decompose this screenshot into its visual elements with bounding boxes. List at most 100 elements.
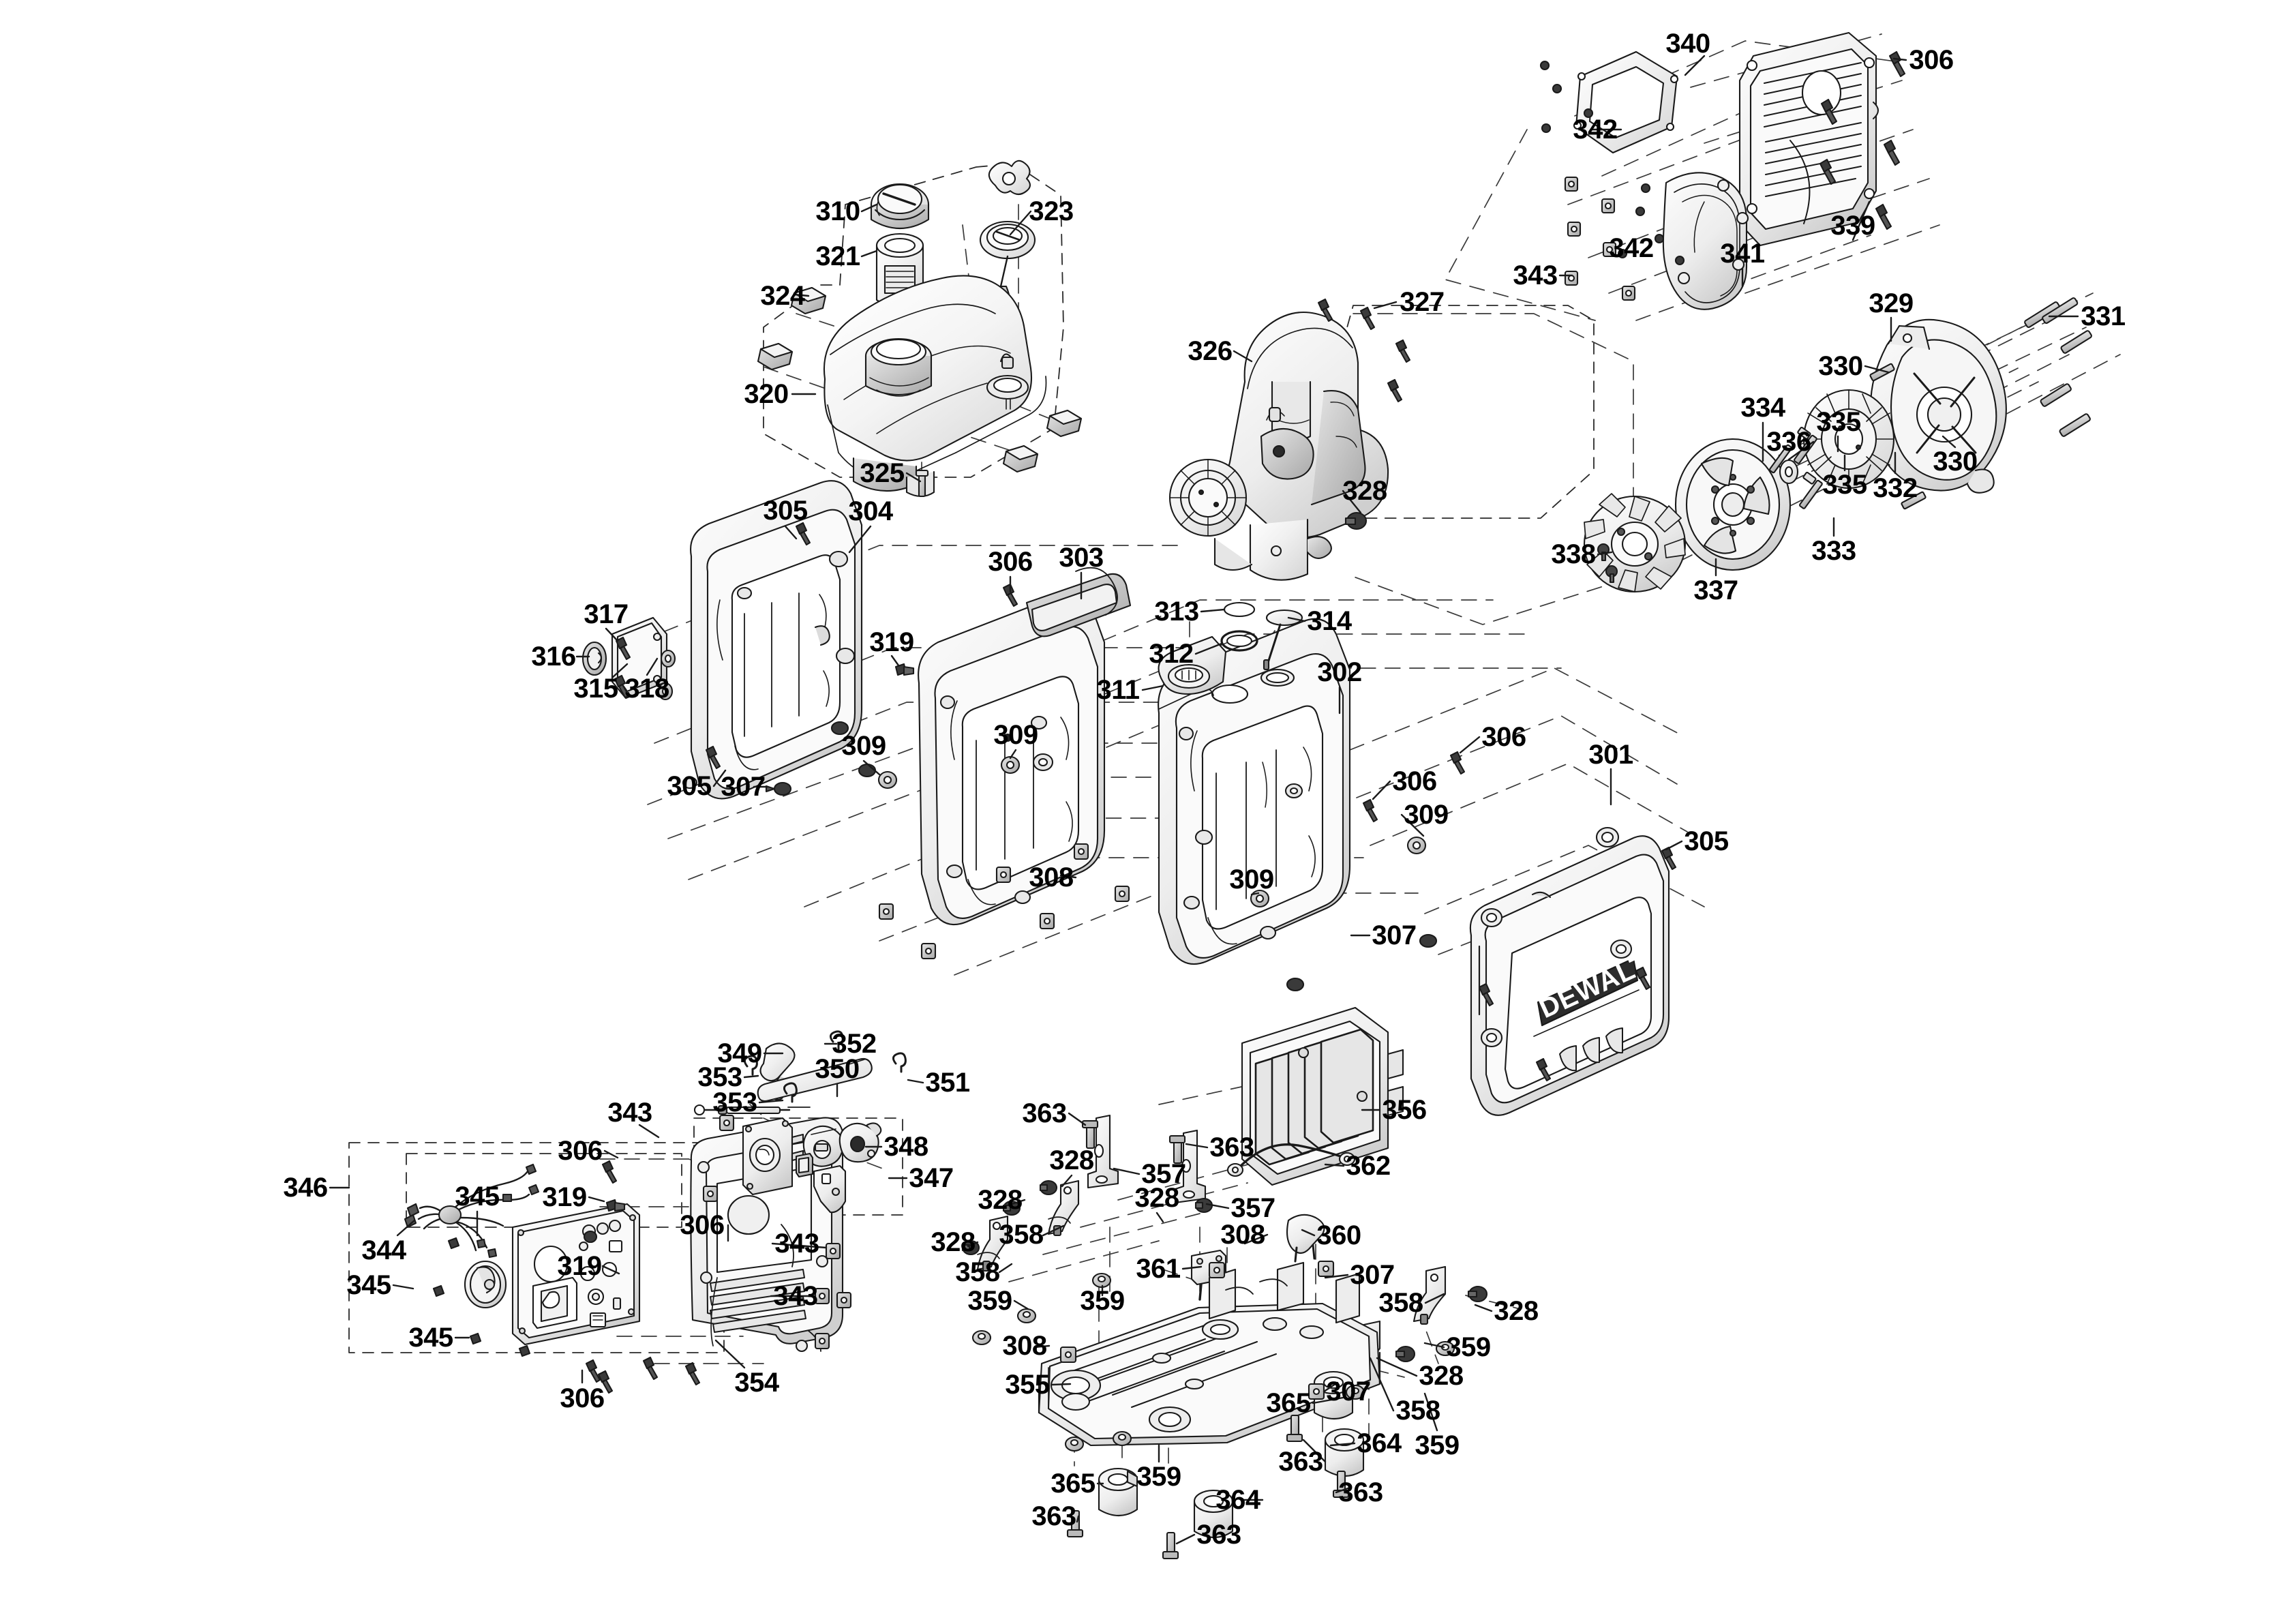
part-callout-337: 337	[1693, 575, 1738, 605]
part-356-muffler	[1241, 1006, 1404, 1186]
group-outline-carb	[693, 1117, 903, 1216]
part-353-clip-a	[744, 1055, 758, 1076]
part-callout-319: 319	[869, 627, 914, 657]
part-326-engine	[1168, 311, 1389, 581]
screw-307c	[830, 721, 849, 736]
part-351-clip	[892, 1052, 907, 1073]
part-callout-363: 363	[1209, 1132, 1254, 1162]
part-327-screws	[1317, 298, 1411, 403]
clip-343a	[1564, 176, 1579, 192]
screw-342a	[1541, 123, 1552, 134]
callout-leader-lines	[329, 55, 2079, 1545]
part-347-insulator	[795, 1152, 814, 1178]
part-353-throttle-cable	[693, 1104, 811, 1116]
part-callout-310: 310	[815, 196, 860, 226]
clip-308c	[1114, 885, 1130, 903]
part-callout-319: 319	[542, 1182, 587, 1212]
part-callout-306: 306	[560, 1383, 605, 1413]
part-callout-347: 347	[909, 1163, 954, 1193]
part-callout-343: 343	[1513, 260, 1558, 290]
part-callout-309: 309	[1229, 864, 1274, 894]
part-callout-338: 338	[1551, 539, 1596, 569]
part-callout-312: 312	[1149, 639, 1194, 669]
screw-342g	[1654, 233, 1665, 244]
part-callout-353: 353	[697, 1062, 742, 1092]
part-callout-309: 309	[1404, 800, 1449, 830]
screw-319a	[894, 663, 915, 676]
screw-306	[1888, 50, 1906, 78]
part-callout-344: 344	[361, 1235, 406, 1265]
part-callout-319: 319	[557, 1251, 602, 1281]
part-320-fuel-tank	[823, 275, 1047, 498]
screw-306-cover-d	[642, 1356, 659, 1381]
clip-343-cf	[814, 1332, 830, 1350]
part-312-oring	[1220, 630, 1258, 652]
screw-342f	[1635, 206, 1646, 217]
part-301-dewalt-end-panel: DEWALT	[1469, 826, 1670, 1116]
part-330-bolt-a	[1869, 363, 1895, 382]
part-callout-340: 340	[1665, 29, 1710, 59]
part-314-dipstick	[1263, 609, 1303, 671]
part-callout-359: 359	[967, 1286, 1012, 1316]
part-324-tank-mount-grommet-lower	[1002, 445, 1039, 473]
part-332-stator	[1802, 389, 1895, 490]
part-345-control-plate	[511, 1203, 641, 1346]
part-335-bolt-b	[1798, 471, 1823, 509]
part-callout-307: 307	[1350, 1260, 1395, 1290]
part-363-bolts	[1066, 1119, 1350, 1560]
part-callout-308: 308	[1220, 1220, 1265, 1250]
part-callout-363: 363	[1196, 1520, 1241, 1550]
screw-307b	[858, 763, 877, 778]
part-362-ground-strap	[1226, 1143, 1356, 1177]
screw-342h	[1674, 255, 1685, 266]
base-clips	[1059, 1260, 1335, 1400]
part-callout-301: 301	[1588, 740, 1633, 770]
clip-308f	[920, 942, 937, 960]
part-callout-314: 314	[1307, 606, 1352, 636]
part-318-nuts	[657, 649, 676, 701]
part-callout-305: 305	[763, 496, 808, 526]
part-callout-325: 325	[860, 458, 905, 488]
clip-343f	[1621, 285, 1636, 301]
part-callout-358: 358	[999, 1220, 1044, 1250]
screw-306b	[1820, 98, 1838, 125]
clip-343c	[1567, 221, 1582, 237]
part-callout-309: 309	[993, 720, 1038, 750]
part-callout-343: 343	[774, 1229, 819, 1259]
part-callout-345: 345	[408, 1323, 453, 1353]
part-callout-328: 328	[1342, 476, 1387, 506]
part-336-washer	[1779, 459, 1799, 485]
part-callout-350: 350	[815, 1054, 860, 1084]
part-callout-307: 307	[1326, 1377, 1371, 1407]
part-callout-328: 328	[1419, 1361, 1464, 1391]
part-callout-335: 335	[1816, 407, 1861, 437]
screw-306d	[1819, 158, 1837, 185]
part-347-throttle-plate	[802, 1125, 844, 1167]
part-callout-363: 363	[1031, 1501, 1076, 1531]
part-310-fuel-cap	[870, 183, 930, 230]
part-callout-330: 330	[1933, 447, 1978, 477]
part-callout-359: 359	[1446, 1332, 1491, 1362]
part-callout-328: 328	[1049, 1145, 1094, 1175]
part-callout-321: 321	[815, 241, 860, 271]
part-callout-358: 358	[955, 1257, 1000, 1287]
part-callout-303: 303	[1059, 543, 1104, 573]
screws-air-filter-group	[1539, 50, 1906, 301]
clip-343b	[1601, 198, 1616, 214]
part-callout-351: 351	[925, 1068, 970, 1098]
part-338-fan-bolts	[1597, 543, 1618, 584]
part-callout-341: 341	[1720, 239, 1765, 269]
part-315-access-cover	[611, 616, 668, 700]
part-callout-328: 328	[1494, 1296, 1539, 1326]
part-365-isolator-a	[1098, 1467, 1138, 1517]
housing-fasteners	[705, 522, 1677, 1082]
part-callout-316: 316	[531, 642, 576, 672]
part-358-bracket-b	[976, 1215, 1009, 1272]
part-364-isolator-a	[1193, 1489, 1234, 1539]
screw-342e	[1640, 183, 1651, 194]
part-354-front-cover	[690, 1117, 844, 1353]
part-callout-333: 333	[1811, 536, 1856, 566]
part-callout-306: 306	[988, 547, 1033, 577]
screw-307d	[1419, 933, 1438, 948]
